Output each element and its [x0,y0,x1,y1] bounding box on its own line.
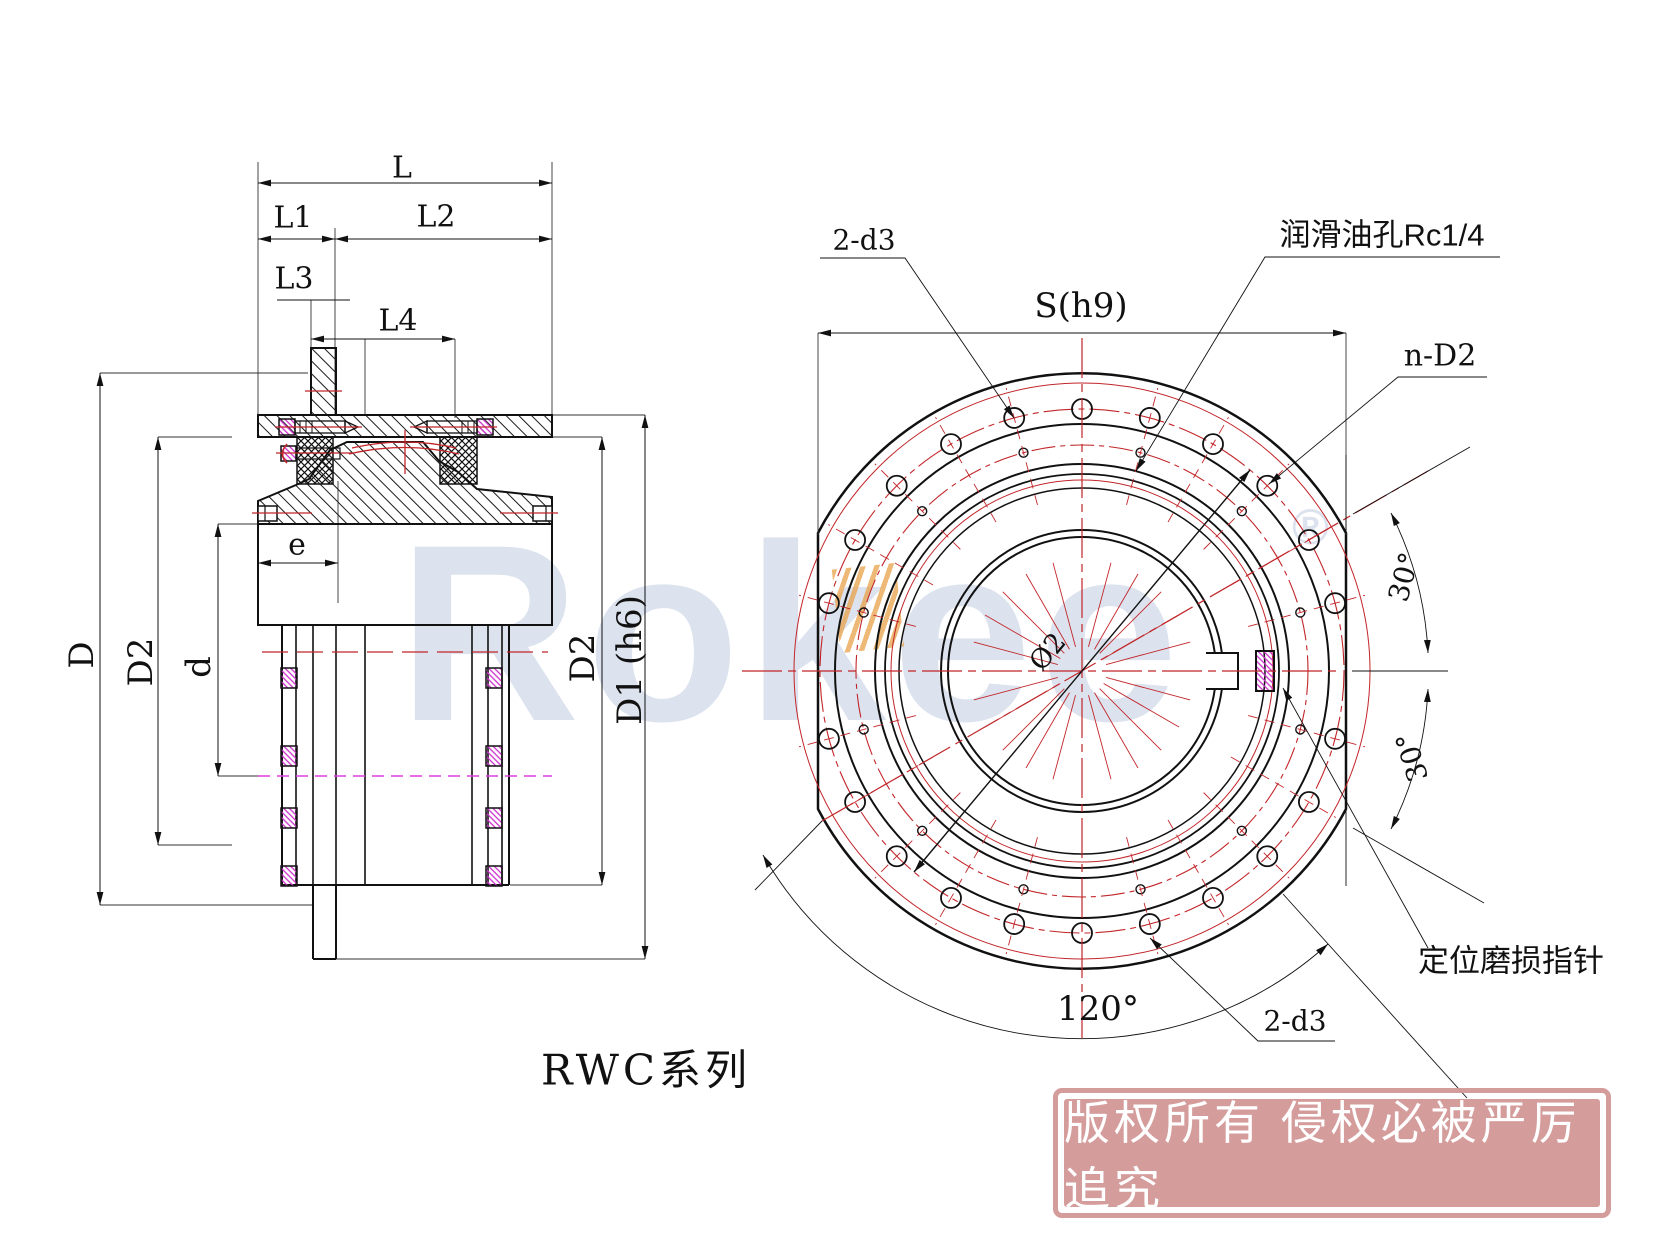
leader-lines [820,256,1500,1042]
dim-label-D2-left: D2 [121,637,161,687]
dim-label-S-h9: S(h9) [1034,286,1128,326]
dim-label-L2: L2 [416,199,456,235]
dim-label-D: D [62,641,102,669]
callout-wear-indicator: 定位磨损指针 [1418,943,1604,979]
dim-label-L4: L4 [378,303,418,339]
dim-label-D2-right: D2 [563,633,603,683]
callout-2-d3-bottom: 2-d3 [1263,1004,1327,1038]
coupling-section-geometry [252,347,558,960]
copyright-stamp: 版权所有 侵权必被严厉追究 [1053,1088,1611,1218]
flange-bolts [280,667,503,887]
bolt-circle-diameter-line [913,469,1251,873]
callout-2-d3-top: 2-d3 [832,223,896,257]
copyright-stamp-text: 版权所有 侵权必被严厉追究 [1064,1097,1600,1215]
dim-label-D1-h6: D1 (h6) [610,595,650,725]
angle-dimensions [754,446,1485,1099]
dim-label-L3: L3 [274,261,314,297]
dim-label-L: L [392,150,412,186]
angle-label-120: 120° [1057,989,1139,1029]
callout-n-D2: n-D2 [1403,338,1477,374]
center-lines [742,338,1429,1041]
series-title: RWC系列 [540,1045,752,1095]
dim-label-L1: L1 [273,200,313,236]
dim-label-d: d [179,656,219,678]
left-view-section [96,162,649,960]
left-view-extension-lines [100,162,645,960]
dim-label-e: e [288,527,306,563]
callout-lube-hole: 润滑油孔Rc1/4 [1279,217,1485,253]
left-view-dimension-lines [96,179,649,959]
right-view-end [742,256,1500,1099]
